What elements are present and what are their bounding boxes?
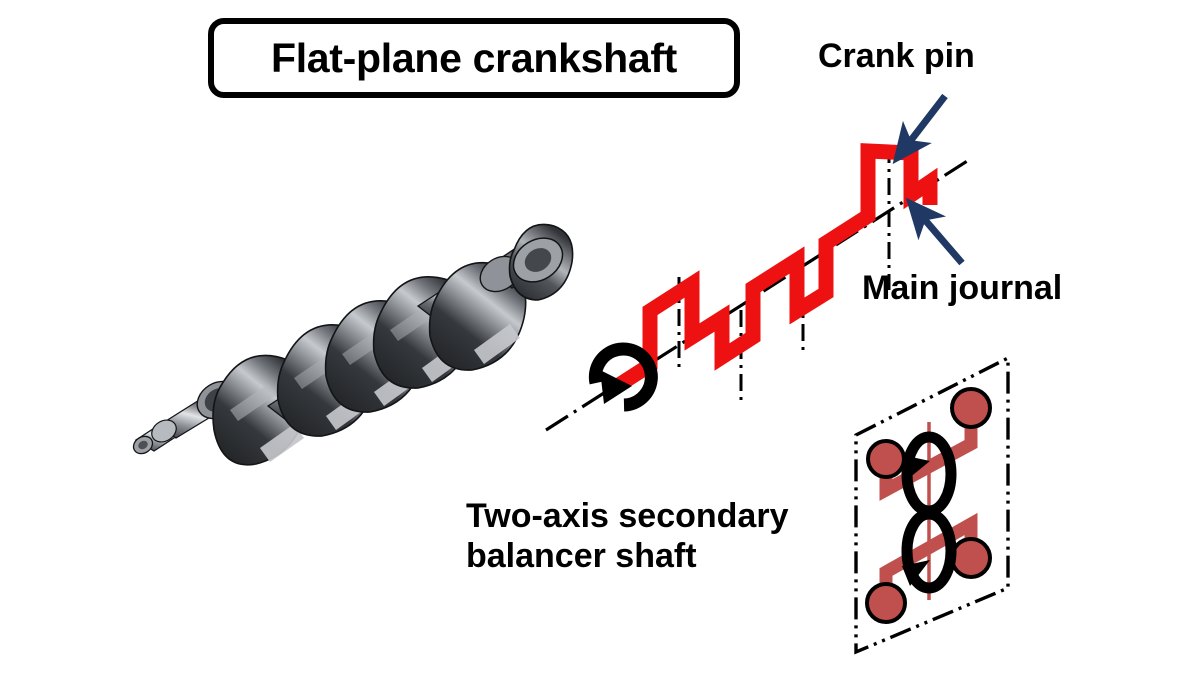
throw-centerlines	[677, 146, 891, 406]
crankshaft-body	[132, 223, 574, 466]
label-balancer-line1: Two-axis secondary	[466, 497, 789, 535]
balancer-shaft-upper	[866, 387, 992, 501]
label-balancer-shaft: Two-axis secondary balancer shaft	[466, 497, 856, 577]
balancer-shaft-lower	[865, 512, 992, 624]
balancer-rotation-arrow-lower	[901, 508, 957, 594]
balancer-weight-lower-right	[950, 537, 992, 579]
crank-pin-arrow	[892, 93, 948, 165]
main-journal-arrow	[905, 197, 965, 266]
balancer-shaft-schematic	[854, 355, 1010, 655]
balancer-weight-lower-left	[865, 582, 907, 624]
flywheel-flange	[508, 223, 574, 301]
balancer-rotation-arrow-upper	[901, 431, 957, 517]
page-title: Flat-plane crankshaft	[270, 34, 678, 81]
callout-arrows	[892, 93, 965, 266]
crank-rotation-arrow	[588, 342, 658, 412]
title-badge: Flat-plane crankshaft	[208, 18, 740, 98]
balancer-weight-upper-left	[866, 439, 906, 479]
label-balancer-line2: balancer shaft	[466, 536, 697, 575]
balancer-weight-upper-right	[950, 387, 992, 429]
balancer-enclosure	[854, 355, 1010, 655]
label-crank-pin: Crank pin	[818, 37, 975, 75]
crankshaft-3d-render	[132, 223, 574, 466]
label-main-journal: Main journal	[862, 269, 1063, 307]
